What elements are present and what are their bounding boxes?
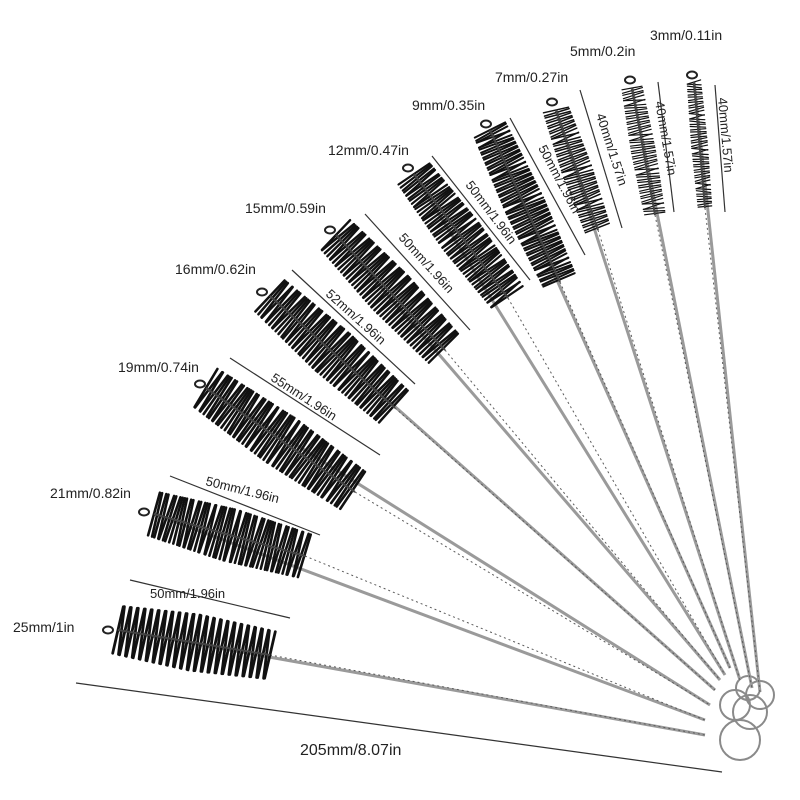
brush-tip-loop (546, 97, 558, 107)
bristle-length-label: 50mm/1.96in (150, 586, 225, 601)
brush-tip-loop (256, 287, 268, 297)
brush-wire-handle (205, 386, 711, 707)
brush-wire-twist (394, 407, 716, 691)
diameter-label: 5mm/0.2in (570, 43, 635, 59)
brush-bristles (473, 121, 576, 288)
brush-item (621, 75, 754, 689)
brush-item (193, 367, 711, 707)
brush-bristles (621, 85, 666, 216)
bristle-length-label: 50mm/1.96in (204, 473, 281, 506)
brush-tip-loop (138, 507, 150, 517)
bristle-length-dimension-line (579, 89, 623, 229)
brush-wire-twist (704, 207, 761, 693)
brush-wire-handle (412, 173, 727, 676)
brush-tip-loop (194, 379, 206, 389)
brush-tip-loop (324, 225, 336, 235)
diameter-label: 19mm/0.74in (118, 359, 199, 375)
brush-wire-handle (334, 234, 722, 681)
brush-wire-twist (654, 214, 753, 689)
diameter-label: 7mm/0.27in (495, 69, 568, 85)
bristle-length-dimension-line (169, 475, 321, 536)
brush-bristles (146, 491, 313, 579)
bristle-length-dimension-line (657, 81, 675, 213)
brush-wire-handle (692, 81, 762, 693)
brush-tip-loop (624, 75, 636, 85)
brush-bristles (542, 106, 610, 234)
bristle-length-dimension-line (364, 213, 471, 331)
brush-tip-loop (480, 119, 492, 129)
brush-item (102, 605, 706, 737)
brush-wire-twist (444, 349, 721, 681)
brush-tip-loop (102, 625, 114, 635)
bristle-length-dimension-line (129, 579, 291, 619)
brush-wire-twist (559, 281, 731, 669)
brush-wire-twist (507, 297, 726, 676)
brush-tip-loop (686, 70, 698, 80)
bristle-length-dimension-line (291, 269, 416, 385)
bristle-length-label: 40mm/1.57in (652, 100, 680, 177)
brush-item (542, 97, 742, 681)
brush-wire-twist (597, 229, 741, 681)
brush-wire-handle (117, 628, 706, 737)
brush-item (254, 279, 716, 692)
diameter-label: 25mm/1in (13, 619, 74, 635)
brush-bristles (320, 218, 460, 364)
brush-wire-twist (304, 555, 706, 721)
bristle-length-label: 40mm/1.57in (593, 111, 630, 187)
brush-bristles (111, 605, 277, 680)
brush-bristles (193, 367, 367, 511)
brush-bristles (254, 279, 409, 424)
bristle-length-dimension-line (431, 155, 531, 281)
key-ring (732, 694, 768, 730)
diameter-label: 12mm/0.47in (328, 142, 409, 158)
total-length-dimension-line (75, 682, 723, 773)
brush-item (320, 218, 722, 681)
bristle-length-dimension-line (714, 84, 726, 213)
diameter-label: 21mm/0.82in (50, 485, 131, 501)
brush-item (397, 162, 727, 676)
brush-bristles (686, 79, 713, 209)
brush-bristles (397, 162, 524, 309)
brush-wire-twist (354, 491, 711, 706)
key-rings (719, 675, 775, 761)
diameter-label: 16mm/0.62in (175, 261, 256, 277)
brush-wire-twist (269, 654, 706, 736)
brush-item (138, 491, 706, 722)
brush-item (473, 119, 732, 669)
brush-group (102, 70, 762, 737)
bristle-length-dimension-line (509, 117, 586, 256)
bristle-length-dimension-line (229, 357, 381, 456)
bristle-length-label: 40mm/1.57in (715, 97, 736, 173)
brush-item (686, 70, 762, 693)
diameter-label: 3mm/0.11in (650, 27, 722, 43)
brush-tip-loop (402, 163, 414, 173)
diameter-label: 9mm/0.35in (412, 97, 485, 113)
diameter-label: 15mm/0.59in (245, 200, 326, 216)
total-length-label: 205mm/8.07in (300, 742, 401, 759)
